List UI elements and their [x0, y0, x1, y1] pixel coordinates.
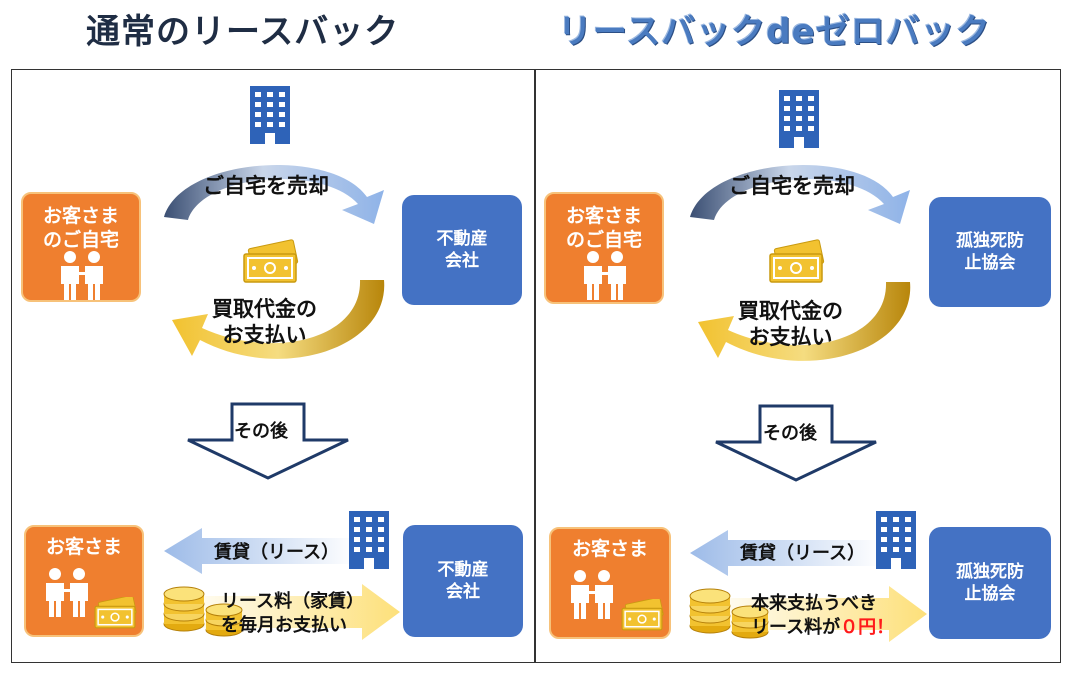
customer-home-line1: お客さま [565, 205, 642, 227]
company-bottom-line2: 会社 [446, 582, 480, 602]
payment-label: 買取代金の お支払い [738, 299, 843, 349]
customer-box: お客さま [24, 525, 144, 637]
customer-home-box: お客さま のご自宅 [544, 192, 664, 304]
association-bottom-line1: 孤独死防 [956, 562, 1024, 582]
lease-arrow [164, 528, 356, 574]
company-line1: 不動産 [436, 229, 488, 249]
cash-icon [621, 599, 665, 631]
payment-arc-arrow [172, 280, 385, 359]
panel-zero-leaseback: ご自宅を売却 お客さま のご自宅 孤独死防止協会 買取代金の お支払い その後 … [535, 69, 1061, 663]
association-bottom-box: 孤独死防止協会 [929, 527, 1051, 639]
title-left: 通常のリースバック [86, 12, 400, 52]
customer-home-line2: のご自宅 [42, 229, 119, 251]
association-line1: 孤独死防 [956, 231, 1024, 251]
zero-fee-label: 本来支払うべき リース料が０円！ [751, 593, 895, 638]
company-bottom-line1: 不動産 [437, 560, 489, 580]
panel-standard-leaseback: ご自宅を売却 お客さま のご自宅 不動産会社 買取代金の お支払い その後 お客… [11, 69, 535, 663]
people-icon [571, 570, 613, 619]
sell-label: ご自宅を売却 [203, 174, 329, 198]
people-icon [61, 251, 103, 300]
cash-icon [94, 597, 138, 629]
lease-label: 賃貸（リース） [740, 543, 866, 564]
company-line2: 会社 [445, 251, 479, 271]
customer-label: お客さま [45, 536, 122, 558]
payment-arc-arrow [698, 282, 911, 361]
lease-label: 賃貸（リース） [214, 542, 340, 563]
customer-home-line1: お客さま [42, 205, 119, 227]
company-bottom-box: 不動産会社 [403, 525, 523, 637]
customer-home-box: お客さま のご自宅 [21, 192, 141, 302]
sell-label: ご自宅を売却 [729, 174, 855, 198]
association-bottom-line2: 止協会 [964, 584, 1016, 604]
down-arrow [187, 402, 349, 480]
payment-label: 買取代金の お支払い [212, 297, 317, 347]
building-icon [876, 511, 916, 569]
after-label: その後 [234, 421, 288, 442]
customer-home-line2: のご自宅 [565, 229, 642, 251]
building-icon [779, 90, 819, 148]
building-icon [250, 86, 290, 144]
down-arrow [715, 404, 877, 482]
people-icon [46, 568, 88, 617]
after-label: その後 [763, 423, 817, 444]
building-icon [349, 511, 389, 569]
fee-label: リース料（家賃） を毎月お支払い [221, 591, 365, 636]
company-box: 不動産会社 [402, 195, 522, 305]
people-icon [584, 251, 626, 300]
sell-arc-arrow [164, 164, 384, 224]
customer-box: お客さま [549, 527, 671, 639]
association-box: 孤独死防止協会 [929, 197, 1051, 307]
sell-arc-arrow [690, 164, 910, 224]
title-right: リースバックdeゼロバック [558, 12, 991, 52]
association-line2: 止協会 [964, 253, 1016, 273]
zero-yen-highlight: ０円！ [840, 617, 895, 638]
lease-arrow [690, 530, 882, 576]
customer-label: お客さま [571, 538, 648, 560]
